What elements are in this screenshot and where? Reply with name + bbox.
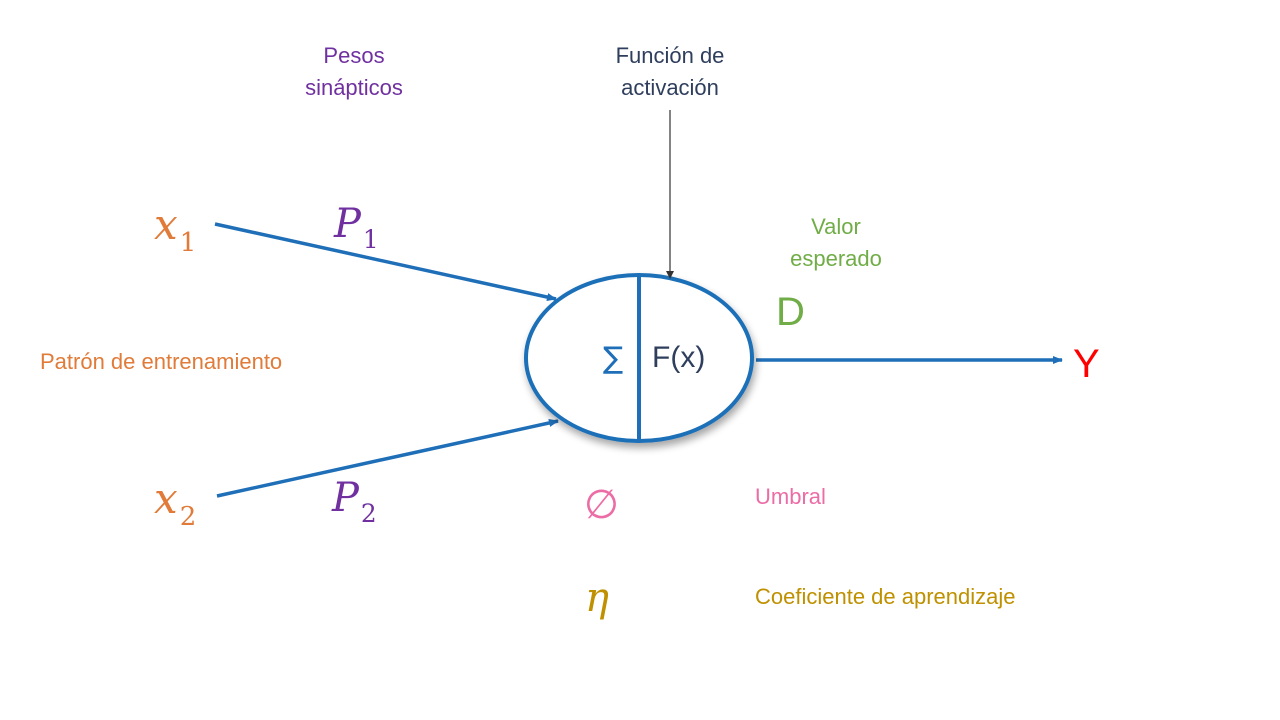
expected-value-label: Valor esperado	[766, 211, 906, 275]
expected-value-line2: esperado	[790, 246, 882, 271]
output-symbol: Y	[1073, 342, 1100, 386]
weight-p2-symbol: P2	[332, 478, 377, 527]
input-x2-connection	[216, 419, 559, 498]
weights-label-line2: sinápticos	[305, 75, 403, 100]
input-x1-subscript: 1	[179, 227, 197, 258]
threshold-symbol: ∅	[584, 482, 619, 528]
input-x1-symbol: x1	[154, 204, 196, 256]
weights-label: Pesos sinápticos	[284, 40, 424, 104]
expected-value-symbol: D	[776, 290, 805, 334]
input-x2-base: x	[154, 474, 178, 523]
weight-p1-base: P	[334, 201, 361, 247]
activation-label-line2: activación	[621, 75, 719, 100]
input-x1-connection	[214, 222, 557, 301]
activation-function-text: F(x)	[652, 341, 706, 374]
input-x2-subscript: 2	[179, 501, 197, 532]
weight-p1-subscript: 1	[362, 225, 379, 255]
input-x1-base: x	[154, 200, 178, 249]
activation-label: Función de activación	[590, 40, 750, 104]
weight-p2-subscript: 2	[360, 499, 377, 529]
weight-p2-base: P	[332, 475, 359, 521]
threshold-label: Umbral	[755, 484, 826, 509]
learning-rate-label: Coeficiente de aprendizaje	[755, 584, 1016, 609]
activation-label-line1: Función de	[615, 43, 725, 68]
learning-rate-symbol: η	[585, 575, 609, 621]
expected-value-line1: Valor	[811, 214, 861, 239]
input-x2-symbol: x2	[154, 478, 196, 530]
weights-label-line1: Pesos	[323, 43, 385, 68]
summation-symbol: ∑	[603, 341, 624, 376]
weight-p1-symbol: P1	[334, 204, 379, 253]
training-pattern-label: Patrón de entrenamiento	[40, 349, 283, 374]
